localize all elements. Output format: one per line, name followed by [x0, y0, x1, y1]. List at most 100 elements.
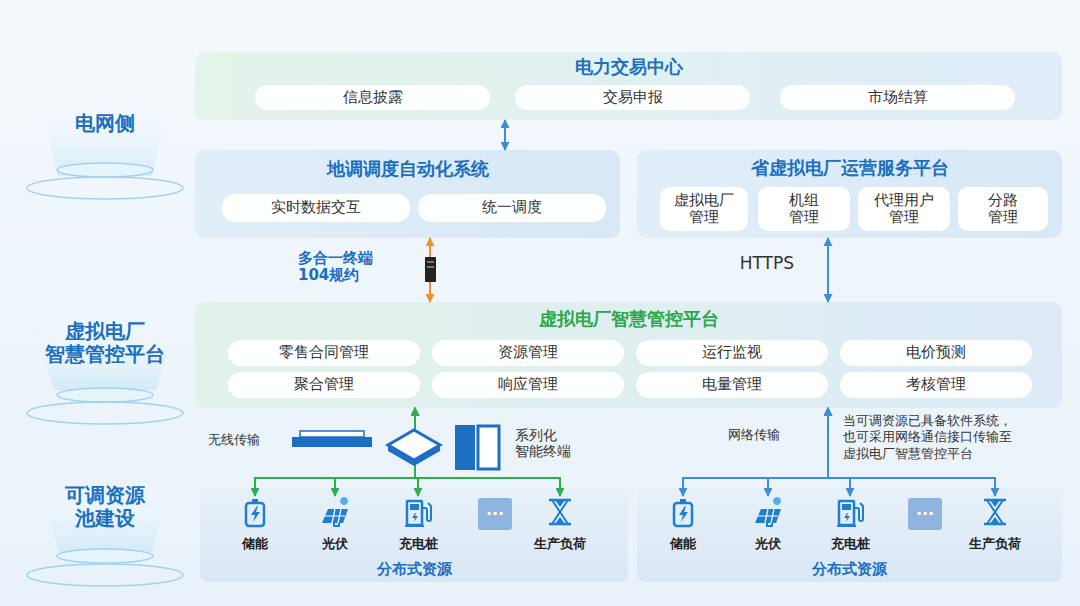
pedestal-ring: [57, 163, 153, 177]
resource-icon: 生产负荷: [530, 496, 590, 552]
resource-pool: 储能光伏充电桩···生产负荷分布式资源: [200, 488, 628, 582]
wireless-device: [292, 437, 372, 447]
load-part: [549, 500, 571, 524]
system-band: 信息披露交易申报市场结算电力交易中心: [195, 52, 1062, 120]
pool-title: 分布式资源: [637, 561, 1062, 578]
system-panel: 虚拟电厂 管理 机组 管理 代理用户 管理 分路 管理 省虚拟电厂运营服务平台: [637, 150, 1062, 238]
tier-label: 电网侧: [40, 112, 170, 135]
function-box: 响应管理: [432, 372, 624, 398]
battery-icon: [239, 496, 271, 528]
resource-name: 充电桩: [820, 537, 880, 552]
function-name: 零售合同管理: [279, 344, 369, 361]
platform-band: 零售合同管理资源管理运行监视电价预测聚合管理响应管理电量管理考核管理虚拟电厂智慧…: [195, 302, 1062, 408]
router-device: [388, 445, 440, 466]
function-name: 市场结算: [868, 89, 928, 106]
charger-part: [854, 503, 863, 521]
solar-part: [767, 523, 772, 526]
light-beam: [40, 98, 170, 176]
function-box: 实时数据交互: [222, 194, 410, 222]
function-name: 代理用户 管理: [872, 192, 936, 227]
solar-part: [773, 497, 781, 505]
connector-arrow: [504, 120, 506, 150]
pedestal-ring: [27, 177, 183, 199]
solar-icon: [752, 496, 784, 528]
connector-arrow: [335, 408, 415, 496]
charger-icon: [402, 496, 434, 528]
function-name: 统一调度: [482, 199, 542, 216]
solar-icon: [319, 496, 351, 528]
function-box: 机组 管理: [758, 187, 850, 231]
system-title: 省虚拟电厂运营服务平台: [637, 158, 1062, 179]
transport-label: 网络传输: [728, 428, 798, 443]
system-title: 地调调度自动化系统: [195, 159, 620, 180]
function-name: 聚合管理: [294, 376, 354, 393]
resource-icon: 充电桩: [388, 496, 448, 552]
load-part: [552, 500, 568, 524]
function-name: 资源管理: [498, 344, 558, 361]
function-box: 虚拟电厂 管理: [660, 187, 748, 231]
solar-part: [755, 509, 781, 523]
function-box: 市场结算: [780, 85, 1015, 110]
load-part: [984, 500, 1006, 524]
resource-icon: 生产负荷: [965, 496, 1025, 552]
charger-part: [842, 504, 851, 510]
more-box: ···: [478, 498, 512, 530]
function-name: 实时数据交互: [271, 199, 361, 216]
charger-part: [405, 525, 424, 527]
charger-part: [839, 501, 854, 525]
charger-part: [407, 501, 422, 525]
function-box: 资源管理: [432, 340, 624, 366]
connector-arrow: [828, 408, 995, 496]
load-part: [987, 500, 1003, 524]
resource-name: 充电桩: [388, 537, 448, 552]
terminal-device: [427, 261, 434, 263]
function-box: 电量管理: [636, 372, 828, 398]
transport-label: 无线传输: [208, 433, 278, 448]
smart-terminal: [455, 425, 475, 470]
device-group: [292, 257, 499, 470]
resource-icon: 光伏: [738, 496, 798, 552]
function-box: 统一调度: [418, 194, 606, 222]
load-part: [555, 500, 565, 524]
function-name: 信息披露: [343, 89, 403, 106]
function-name: 运行监视: [702, 344, 762, 361]
connector-arrow: [415, 408, 560, 496]
connector-arrow: [255, 408, 415, 496]
tier-label: 虚拟电厂 智慧管控平台: [30, 320, 180, 366]
function-box: 电价预测: [840, 340, 1032, 366]
explanatory-note: 当可调资源已具备软件系统， 也可采用网络通信接口传输至 虚拟电厂智慧管控平台: [843, 413, 1063, 462]
function-name: 机组 管理: [784, 192, 824, 227]
charger-part: [837, 525, 856, 527]
function-name: 响应管理: [498, 376, 558, 393]
charger-part: [410, 504, 419, 510]
resource-name: 储能: [653, 537, 713, 552]
battery-part: [252, 499, 258, 503]
load-icon: [544, 496, 576, 528]
load-icon: [979, 496, 1011, 528]
protocol-note: 多合一终端 104规约: [298, 250, 418, 285]
solar-part: [325, 509, 345, 523]
more-mark: ···: [486, 505, 504, 523]
pedestal-ring: [27, 402, 183, 424]
tier-label: 可调资源 池建设: [40, 484, 170, 530]
connector-arrow: [827, 238, 829, 302]
router-device: [388, 430, 440, 460]
light-beam: [30, 312, 180, 390]
battery-part: [251, 506, 260, 522]
pedestal-ring: [57, 388, 153, 402]
resource-name: 光伏: [305, 537, 365, 552]
connector-arrow: [429, 238, 431, 302]
resource-icon: 充电桩: [820, 496, 880, 552]
function-name: 分路 管理: [983, 192, 1023, 227]
solar-part: [758, 509, 778, 523]
terminal-device: [427, 266, 434, 268]
resource-name: 光伏: [738, 537, 798, 552]
device-label: 系列化 智能终端: [515, 427, 585, 459]
charger-part: [412, 513, 418, 522]
solar-part: [334, 523, 339, 526]
battery-part: [679, 506, 688, 522]
function-box: 信息披露: [255, 85, 490, 110]
function-box: 运行监视: [636, 340, 828, 366]
battery-part: [680, 499, 686, 503]
function-name: 电量管理: [702, 376, 762, 393]
